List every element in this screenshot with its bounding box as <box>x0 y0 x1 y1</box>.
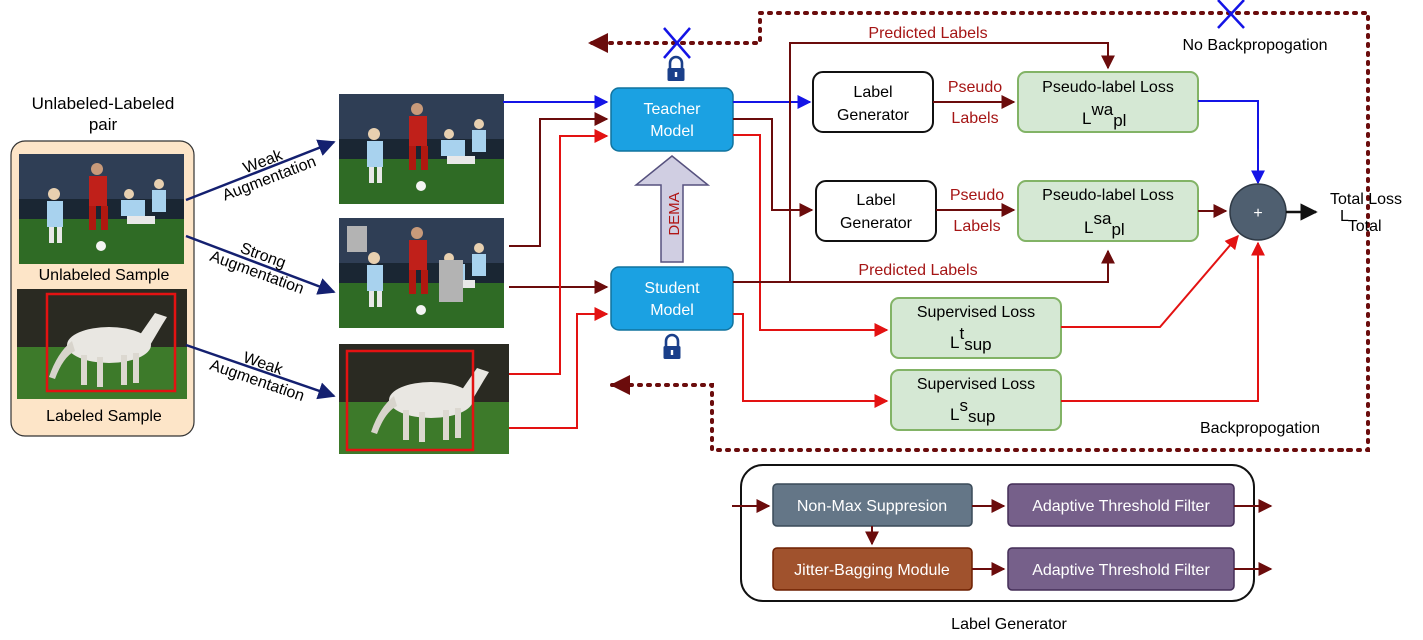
strong-augmented-image <box>339 218 504 328</box>
label-generator-bottom-line2: Generator <box>840 215 913 232</box>
pseudo-label-loss-strong-symbol: Lsapl <box>1084 209 1125 239</box>
weak-augmented-image-2 <box>339 344 509 454</box>
labeled-sample-image <box>17 289 187 399</box>
strong-image-to-teacher-arrow <box>509 112 609 247</box>
pseudo-label-loss-strong-title: Pseudo-label Loss <box>1042 187 1174 204</box>
teacher-model-label-line1: Teacher <box>644 101 702 118</box>
teacher-to-label-generator-bottom-arrow <box>733 118 814 217</box>
supervised-loss-teacher-symbol: Ltsup <box>950 324 992 354</box>
pseudo-label-loss-weak-symbol: Lwapl <box>1082 100 1126 130</box>
labeled-sample-caption: Labeled Sample <box>46 408 162 425</box>
dema-update-arrow <box>633 155 711 263</box>
backprop-path <box>610 375 1352 452</box>
student-model-label-line1: Student <box>644 280 700 297</box>
sum-node-symbol: + <box>1253 205 1262 222</box>
pseudo-label-top-1: Pseudo <box>948 79 1002 96</box>
supervised-loss-student-symbol: Lssup <box>950 396 995 426</box>
student-predicted-labels-arrow <box>733 249 1115 283</box>
pseudo-label-bottom-2: Labels <box>953 218 1000 235</box>
supervised-s-to-sum-arrow <box>1061 241 1265 402</box>
blocked-gradient-x-icon-2 <box>1217 0 1245 29</box>
weak-augmentation-arrow-2 <box>185 343 336 400</box>
supervised-loss-student-title: Supervised Loss <box>917 376 1035 393</box>
teacher-model-box <box>610 87 734 152</box>
labeled-image-to-teacher-arrow <box>509 129 609 375</box>
student-to-supervised-loss-s-arrow <box>733 313 889 408</box>
pseudo-label-loss-weak-title: Pseudo-label Loss <box>1042 79 1174 96</box>
blocked-gradient-x-icon-1 <box>663 27 691 59</box>
weak-augmented-image-1 <box>339 94 504 204</box>
label-generator-bottom-line1: Label <box>856 192 895 209</box>
lock-icon-teacher <box>666 55 686 83</box>
student-model-label-line2: Model <box>650 302 694 319</box>
teacher-model-label-line2: Model <box>650 123 694 140</box>
atf-label-1: Adaptive Threshold Filter <box>1032 498 1210 515</box>
input-group-title-line2: pair <box>89 115 118 134</box>
pseudo-label-top-2: Labels <box>951 110 998 127</box>
predicted-labels-bottom-label: Predicted Labels <box>858 262 977 279</box>
unlabeled-sample-image <box>19 154 184 264</box>
label-generator-top-line2: Generator <box>837 107 910 124</box>
weak-augmentation-arrow-1 <box>185 139 336 202</box>
supervised-loss-teacher-title: Supervised Loss <box>917 304 1035 321</box>
supervised-t-to-sum-arrow <box>1061 234 1239 328</box>
teacher-to-supervised-loss-t-arrow <box>733 134 889 337</box>
student-model-box <box>610 266 734 331</box>
label-generator-bottom <box>815 180 937 242</box>
label-generator-detail-caption: Label Generator <box>951 616 1067 633</box>
atf-label-2: Adaptive Threshold Filter <box>1032 562 1210 579</box>
total-loss-title: Total Loss <box>1330 191 1402 208</box>
jitter-bagging-label: Jitter-Bagging Module <box>794 562 950 579</box>
strong-augmentation-arrow <box>185 234 336 295</box>
pseudo-label-bottom-1: Pseudo <box>950 187 1004 204</box>
backprop-label: Backpropogation <box>1200 420 1320 437</box>
predicted-labels-top-label: Predicted Labels <box>868 25 987 42</box>
no-backprop-label: No Backpropogation <box>1183 37 1328 54</box>
input-group-title-line1: Unlabeled-Labeled <box>32 94 175 113</box>
dema-label: DEMA <box>666 192 683 235</box>
lock-icon-student <box>662 333 682 361</box>
unlabeled-sample-caption: Unlabeled Sample <box>39 267 170 284</box>
total-loss-symbol: LTotal <box>1340 208 1382 235</box>
nms-label: Non-Max Suppresion <box>797 498 947 515</box>
weak-loss-to-sum-arrow <box>1198 100 1265 185</box>
labeled-image-to-student-arrow <box>509 307 609 429</box>
no-backprop-path <box>588 11 1370 452</box>
label-generator-top-line1: Label <box>853 84 892 101</box>
student-predicted-labels-top-arrow <box>789 42 1115 282</box>
